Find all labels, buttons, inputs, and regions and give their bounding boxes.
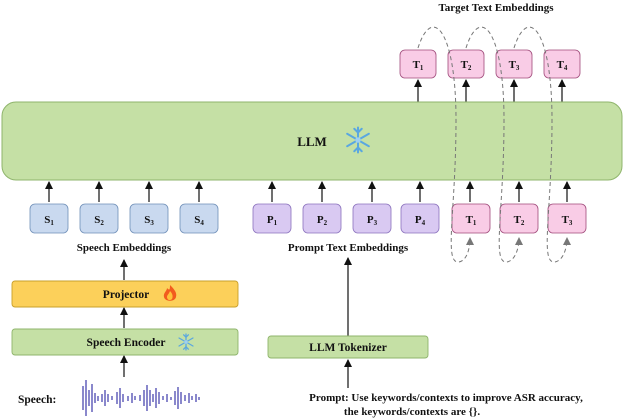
input-target-token: T2 [499,203,539,234]
llm-block: LLM [1,101,623,181]
prompt-text-line2: the keywords/contexts are {}. [344,406,480,418]
speech-encoder-block: Speech Encoder [11,328,239,356]
speech-encoder-label: Speech Encoder [87,337,166,349]
svg-text:P4: P4 [415,214,426,227]
projector-block: Projector [11,280,239,308]
svg-text:S2: S2 [94,214,104,227]
llm-tokenizer-label: LLM Tokenizer [309,342,387,354]
llm-tokenizer-block: LLM Tokenizer [267,335,429,359]
svg-text:S1: S1 [44,214,54,227]
projector-label: Projector [103,289,149,301]
input-target-token: T1 [451,203,491,234]
svg-text:T2: T2 [514,214,525,227]
speech-embeddings-label: Speech Embeddings [77,242,172,254]
prompt-token-row: P1 P2 P3 P4 [252,203,440,234]
target-token-row: T1 T2 T3 T4 [399,49,581,79]
llm-input-arrows [45,181,571,202]
svg-text:P2: P2 [317,214,328,227]
prompt-embeddings-label: Prompt Text Embeddings [288,242,409,254]
prompt-text-line1: Prompt: Use keywords/contexts to improve… [309,392,583,404]
svg-text:T3: T3 [562,214,573,227]
speech-label: Speech: [18,394,56,406]
target-token: T3 [495,49,533,79]
svg-text:P1: P1 [267,214,278,227]
prompt-token: P3 [352,203,392,234]
target-token: T2 [447,49,485,79]
autoregressive-loops [417,26,571,263]
llm-label: LLM [297,134,327,149]
speech-token: S3 [129,203,169,234]
svg-text:S3: S3 [144,214,154,227]
target-embeddings-title: Target Text Embeddings [438,2,554,14]
prompt-token: P1 [252,203,292,234]
target-token: T4 [543,49,581,79]
svg-text:P3: P3 [367,214,378,227]
speech-token: S4 [179,203,219,234]
fire-icon [163,285,177,301]
svg-text:T1: T1 [413,59,424,72]
speech-token: S1 [29,203,69,234]
svg-text:T4: T4 [557,59,568,72]
target-token: T1 [399,49,437,79]
svg-text:T3: T3 [509,59,520,72]
input-target-token: T3 [547,203,587,234]
input-target-token-row: T1 T2 T3 [451,203,587,234]
svg-text:S4: S4 [194,214,204,227]
prompt-token: P2 [302,203,342,234]
svg-text:T2: T2 [461,59,472,72]
prompt-token: P4 [400,203,440,234]
llm-output-arrows [414,79,566,102]
speech-waveform [82,380,200,416]
speech-token: S2 [79,203,119,234]
speech-token-row: S1 S2 S3 S4 [29,203,219,234]
svg-text:T1: T1 [466,214,477,227]
